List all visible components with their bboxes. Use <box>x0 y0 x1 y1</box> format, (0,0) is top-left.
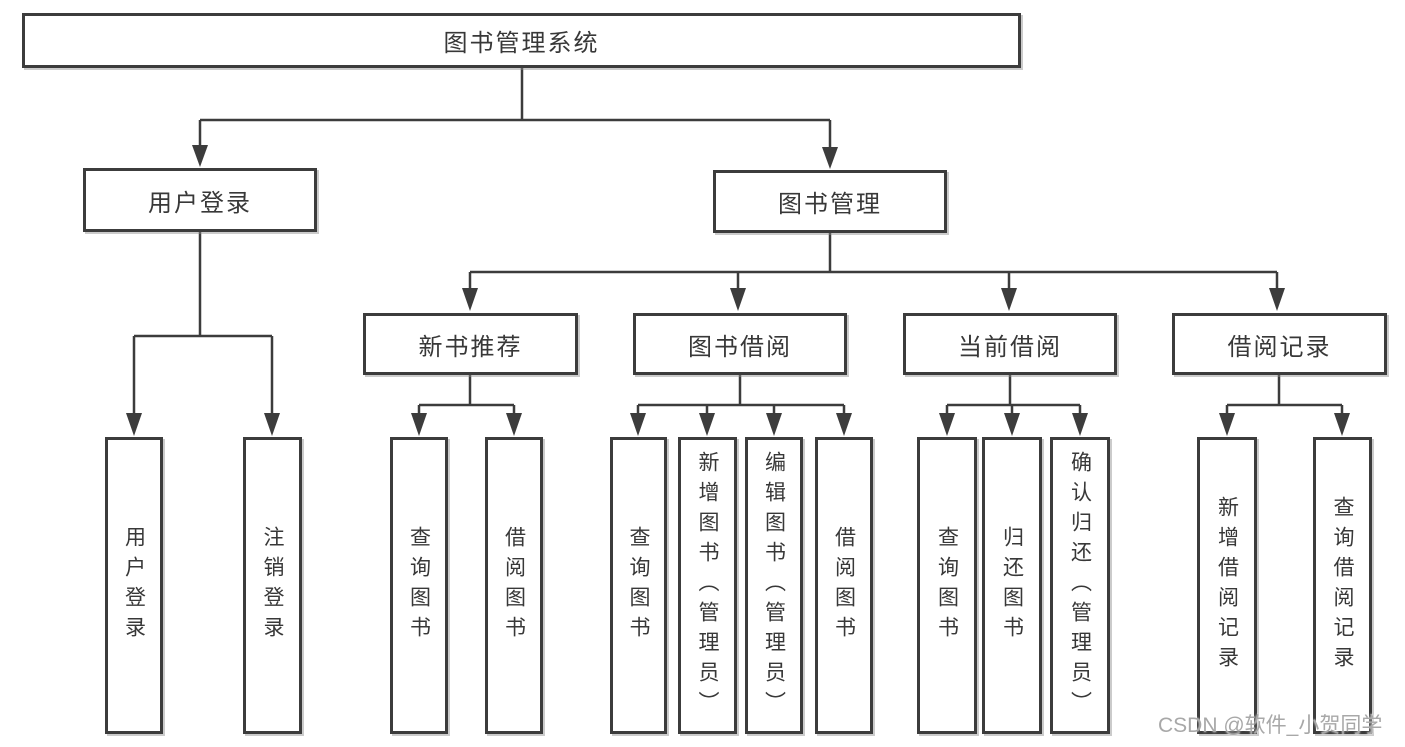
node-current-borrow-label: 当前借阅 <box>958 333 1062 361</box>
leaf-cb-query-books: 查询图书 <box>917 437 977 734</box>
leaf-user-login: 用户登录 <box>105 437 163 734</box>
leaf-bb-borrow-books: 借阅图书 <box>815 437 873 734</box>
csdn-watermark: CSDN @软件_小贺同学 <box>1158 714 1383 737</box>
connector-book-mgmt-to-level3 <box>462 233 1285 311</box>
leaf-logout: 注销登录 <box>243 437 302 734</box>
node-book-borrow-label: 图书借阅 <box>688 333 792 361</box>
node-new-book-recommend: 新书推荐 <box>363 313 578 375</box>
leaf-br-query-record-label: 查询借阅记录 <box>1331 495 1354 676</box>
leaf-nb-query-books: 查询图书 <box>390 437 448 734</box>
node-borrow-records-label: 借阅记录 <box>1227 333 1332 361</box>
leaf-bb-add-books-admin: 新增图书（管理员） <box>678 437 737 734</box>
leaf-br-query-record: 查询借阅记录 <box>1313 437 1372 734</box>
leaf-nb-borrow-books-label: 借阅图书 <box>502 525 526 646</box>
leaf-logout-label: 注销登录 <box>261 525 284 646</box>
leaf-cb-confirm-return-admin: 确认归还（管理员） <box>1050 437 1110 734</box>
leaf-cb-return-books-label: 归还图书 <box>1000 525 1024 646</box>
leaf-bb-borrow-books-label: 借阅图书 <box>832 525 856 646</box>
connector-user-login-to-leaves <box>126 232 280 436</box>
node-book-borrow: 图书借阅 <box>633 313 847 375</box>
leaf-bb-query-books: 查询图书 <box>610 437 667 734</box>
node-user-login-label: 用户登录 <box>148 189 252 217</box>
node-user-login: 用户登录 <box>83 168 317 232</box>
leaf-br-add-record-label: 新增借阅记录 <box>1215 495 1239 676</box>
leaf-br-add-record: 新增借阅记录 <box>1197 437 1257 734</box>
leaf-cb-return-books: 归还图书 <box>982 437 1042 734</box>
leaf-bb-query-books-label: 查询图书 <box>627 525 650 646</box>
leaf-cb-confirm-return-admin-label: 确认归还（管理员） <box>1068 450 1092 721</box>
leaf-bb-edit-books-admin-label: 编辑图书（管理员） <box>762 450 786 721</box>
connector-book-borrow-to-leaves <box>630 375 852 436</box>
connector-current-borrow-to-leaves <box>939 375 1088 436</box>
connector-new-books-to-leaves <box>411 375 522 436</box>
node-book-management-label: 图书管理 <box>778 191 882 218</box>
leaf-bb-add-books-admin-label: 新增图书（管理员） <box>696 450 719 721</box>
node-root-label: 图书管理系统 <box>443 30 600 57</box>
node-new-book-recommend-label: 新书推荐 <box>418 333 523 361</box>
leaf-user-login-label: 用户登录 <box>122 525 146 646</box>
node-book-management: 图书管理 <box>713 170 947 233</box>
leaf-nb-borrow-books: 借阅图书 <box>485 437 543 734</box>
connector-root-to-level2 <box>192 68 838 169</box>
connector-borrow-records-to-leaves <box>1219 375 1350 436</box>
node-current-borrow: 当前借阅 <box>903 313 1117 375</box>
leaf-nb-query-books-label: 查询图书 <box>407 525 431 646</box>
leaf-cb-query-books-label: 查询图书 <box>935 525 959 646</box>
leaf-bb-edit-books-admin: 编辑图书（管理员） <box>745 437 803 734</box>
node-borrow-records: 借阅记录 <box>1172 313 1387 375</box>
node-root-library-system: 图书管理系统 <box>22 13 1021 68</box>
